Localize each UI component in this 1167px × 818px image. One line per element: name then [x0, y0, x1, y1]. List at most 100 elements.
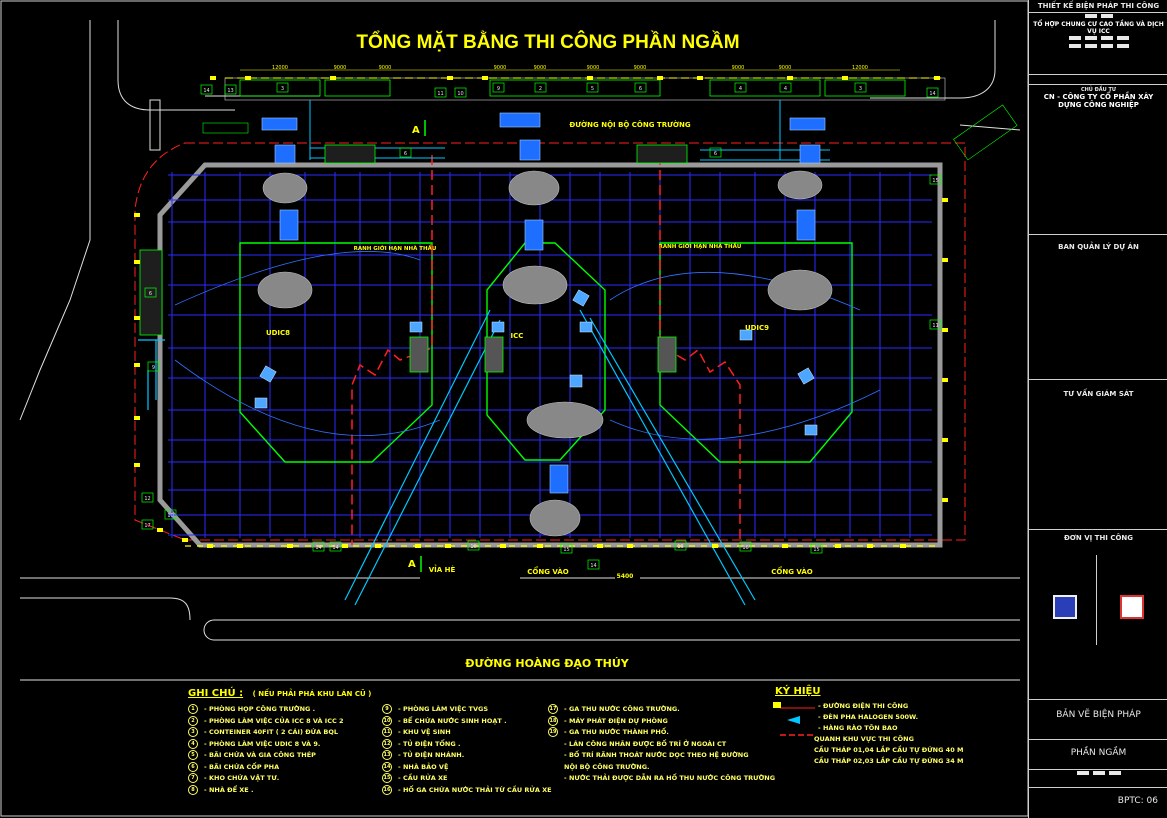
legend-item: - ĐƯỜNG ĐIỆN THI CÔNG: [818, 702, 909, 710]
note-text: - NƯỚC THẢI ĐƯỢC DẪN RA HỐ THU NƯỚC CÔNG…: [564, 774, 776, 782]
halogen-light-mark: [782, 544, 788, 548]
note-number: 10: [382, 715, 392, 726]
notes-title: GHI CHÚ :: [188, 688, 244, 699]
item-tag-number: 14: [332, 545, 338, 551]
title-block-design: THIẾT KẾ BIỆN PHÁP THI CÔNG TỔ HỢP CHUNG…: [1029, 0, 1167, 75]
note-item: 14- NHÀ BẢO VỆ: [382, 761, 552, 774]
dimension-label: 9000: [634, 65, 647, 71]
title-block-divider: [1029, 75, 1167, 85]
halogen-light-mark: [482, 76, 488, 80]
item-tag-box: [779, 82, 792, 93]
dimension-label: 9000: [779, 65, 792, 71]
boundary-label-left: RANH GIỚI HẠN NHÀ THẦU: [354, 243, 437, 252]
note-item: 3- CONTEINER 40FIT ( 2 CÁI) ĐỨA BQL: [188, 727, 344, 739]
item-tag-number: 9: [497, 86, 500, 92]
halogen-light-mark: [445, 544, 451, 548]
item-tag-box: [534, 82, 547, 93]
legend-item: - ĐÈN PHA HALOGEN 500W.: [818, 713, 919, 721]
sheet-number: BPTC: 06: [1117, 796, 1158, 806]
gate-label-2: CỔNG VÀO: [771, 566, 812, 576]
section-marker-bottom: A: [408, 556, 422, 572]
gate-label-1: CỔNG VÀO: [527, 566, 568, 576]
item-tag-box: [929, 319, 942, 330]
item-tag-number: 5: [591, 86, 594, 92]
note-number: 11: [382, 727, 392, 737]
title-block-bars: [1029, 770, 1167, 788]
owner-label: CHỦ ĐẦU TƯ: [1080, 87, 1117, 93]
halogen-light-mark: [237, 544, 243, 548]
halogen-lights: [134, 76, 948, 548]
title-block-pmu: BAN QUẢN LÝ DỰ ÁN: [1029, 235, 1167, 380]
note-item: 6- BÃI CHỨA CỐP PHA: [188, 761, 344, 774]
halogen-light-mark: [537, 544, 543, 548]
halogen-light-mark: [942, 498, 948, 502]
note-item: - BỐ TRÍ RÃNH THOÁT NƯỚC DỌC THEO HỆ ĐƯỜ…: [548, 750, 775, 762]
item-tag-number: 6: [639, 86, 642, 92]
section-a-bottom: A: [408, 559, 416, 570]
item-tag-box: [467, 540, 480, 551]
item-tag-number: 6: [404, 151, 407, 157]
vehicles: [202, 112, 826, 494]
note-text: - BỂ CHỨA NƯỚC SINH HOẠT .: [398, 716, 507, 725]
item-tag-number: 16: [742, 545, 748, 551]
halogen-light-mark: [210, 76, 216, 80]
item-tag-number: 3: [859, 86, 862, 92]
pmu-label: BAN QUẢN LÝ DỰ ÁN: [1058, 243, 1139, 251]
notes-heading: GHI CHÚ : ( NẾU PHẢI PHÁ KHU LÁN CŨ ): [188, 688, 371, 699]
dimension-label: 12000: [272, 65, 288, 71]
halogen-light-mark: [157, 528, 163, 532]
zone-label-right: UDIC9: [745, 324, 769, 332]
contractor-label: ĐƠN VỊ THI CÔNG: [1063, 534, 1134, 542]
note-number: 6: [188, 761, 198, 772]
item-tag-number: 11: [932, 323, 938, 329]
top-fence: [224, 77, 946, 101]
note-text: - PHÒNG LÀM VIỆC UDIC 8 VÀ 9.: [204, 739, 321, 748]
excavators: [254, 289, 818, 436]
item-tag-box: [854, 82, 867, 93]
note-text: - KHO CHỨA VẬT TƯ.: [204, 774, 280, 782]
drawing-type: BẢN VẼ BIỆN PHÁP: [1056, 710, 1141, 720]
dimension-label: 9000: [334, 65, 347, 71]
internal-road-label: ĐƯỜNG NỘI BỘ CÔNG TRƯỜNG: [569, 120, 691, 129]
note-item: 17- GA THU NƯỚC CÔNG TRƯỜNG.: [548, 704, 775, 716]
note-item: 19- GA THU NƯỚC THÀNH PHỐ.: [548, 727, 775, 739]
halogen-light-mark: [942, 328, 948, 332]
dimension-label: 12000: [852, 65, 868, 71]
halogen-light-mark: [697, 76, 703, 80]
item-tag-box: [200, 84, 213, 95]
note-item: 11- KHU VỆ SINH: [382, 727, 552, 739]
note-text: - HỐ GA CHỨA NƯỚC THẢI TỪ CẦU RỬA XE: [398, 785, 552, 794]
note-number: 13: [382, 750, 392, 760]
note-number: 18: [548, 715, 558, 726]
halogen-light-mark: [134, 463, 140, 467]
note-text: - PHÒNG LÀM VIỆC TVGS: [398, 705, 489, 713]
item-tag-box: [734, 82, 747, 93]
section-marker-top: A: [412, 120, 426, 136]
halogen-light-mark: [587, 76, 593, 80]
halogen-light-mark: [712, 544, 718, 548]
note-item: 12- TỦ ĐIỆN TỔNG .: [382, 738, 552, 751]
title-block-owner: CHỦ ĐẦU TƯ CN - CÔNG TY CỔ PHẦN XÂY DỰNG…: [1029, 85, 1167, 235]
note-item: 15- CẦU RỬA XE: [382, 773, 552, 785]
note-item: 8- NHÀ ĐỂ XE .: [188, 784, 344, 797]
note-text: - MÁY PHÁT ĐIỆN DỰ PHÒNG: [564, 716, 668, 725]
item-tag-box: [454, 87, 467, 98]
note-item: 18 - MÁY PHÁT ĐIỆN DỰ PHÒNG: [548, 715, 775, 728]
note-number: 3: [188, 727, 198, 737]
note-text: - BÃI CHỨA VÀ GIA CÔNG THÉP: [204, 751, 316, 759]
item-tag-box: [739, 541, 752, 552]
main-road-label: ĐƯỜNG HOÀNG ĐẠO THÚY: [465, 657, 629, 670]
title-block-drawing-type: BẢN VẼ BIỆN PHÁP: [1029, 700, 1167, 740]
halogen-light-mark: [134, 416, 140, 420]
note-text: - TỦ ĐIỆN TỔNG .: [398, 739, 461, 748]
note-text: - NHÀ ĐỂ XE .: [204, 785, 254, 794]
legend-item: - HÀNG RÀO TÔN BAO: [818, 724, 898, 732]
dimension-label: 9000: [587, 65, 600, 71]
note-text: - LÁN CÔNG NHÂN ĐƯỢC BỐ TRÍ Ở NGOÀI CT: [564, 739, 727, 748]
item-tag-number: 13: [227, 88, 233, 94]
item-tag-number: 15: [813, 547, 819, 553]
item-tag-box: [141, 492, 154, 503]
note-text: - CẦU RỬA XE: [398, 774, 448, 782]
halogen-light-mark: [627, 544, 633, 548]
dimension-label: 9000: [379, 65, 392, 71]
